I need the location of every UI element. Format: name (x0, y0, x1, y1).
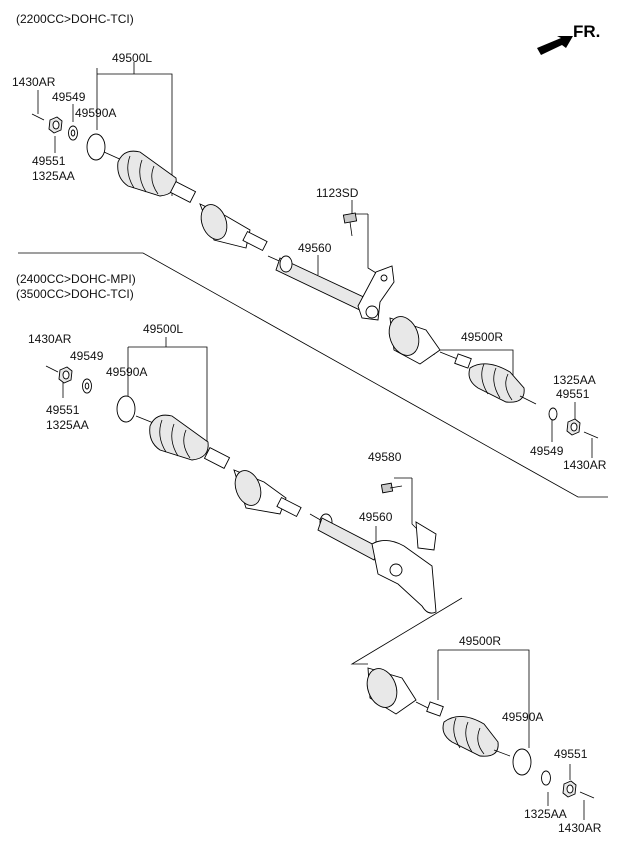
part-label: 49590A (106, 365, 147, 379)
left-drive-shaft (135, 414, 302, 518)
part-label: 49500L (112, 51, 152, 65)
part-label: 1325AA (553, 373, 596, 387)
part-label: 49580 (368, 450, 402, 464)
part-label: 1325AA (32, 169, 75, 183)
engine-spec-label: (2200CC>DOHC-TCI) (16, 12, 134, 26)
part-label: 49551 (32, 154, 66, 168)
part-label: 49549 (70, 349, 104, 363)
part-label: 49500R (461, 330, 503, 344)
split-pin-icon (45, 365, 59, 373)
front-direction-label: FR. (573, 22, 600, 41)
left-drive-shaft (103, 150, 268, 252)
section-connector-line (350, 597, 463, 665)
bolt-icon (342, 212, 358, 237)
part-label: 1430AR (563, 458, 607, 472)
front-arrow-icon (537, 36, 573, 55)
washer-icon (541, 770, 551, 786)
part-label: 49590A (502, 710, 543, 724)
part-label: 49560 (359, 510, 393, 524)
washer-icon (548, 407, 558, 421)
hub-nut-icon (48, 116, 63, 134)
right-drive-shaft (388, 316, 537, 405)
section-divider (18, 252, 608, 498)
intermediate-shaft (267, 255, 395, 321)
right-drive-shaft (366, 667, 511, 757)
section-2200cc: (2200CC>DOHC-TCI) 1430AR 49549 49500L 49… (12, 12, 608, 498)
part-label: 49500L (143, 322, 183, 336)
part-label: 49551 (556, 387, 590, 401)
part-label: 49551 (46, 403, 80, 417)
washer-icon (68, 125, 78, 141)
leader-line (437, 649, 530, 748)
dust-ring-icon (116, 395, 136, 423)
leader-line (96, 62, 173, 196)
dust-ring-icon (86, 133, 106, 161)
split-pin-icon (31, 113, 45, 121)
front-direction-indicator: FR. (537, 22, 600, 55)
washer-icon (82, 378, 92, 394)
part-label: 1123SD (316, 186, 359, 200)
hub-nut-icon (566, 418, 581, 436)
part-label: 1325AA (46, 418, 89, 432)
intermediate-shaft (309, 513, 437, 614)
part-label: 49551 (554, 747, 588, 761)
part-label: 49590A (75, 106, 116, 120)
section-2400cc-3500cc: (2400CC>DOHC-MPI) (3500CC>DOHC-TCI) 1430… (16, 272, 602, 835)
part-label: 49549 (52, 90, 86, 104)
leader-line (351, 200, 382, 277)
hub-nut-icon (562, 780, 577, 798)
part-label: 49560 (298, 241, 332, 255)
dust-ring-icon (512, 748, 532, 776)
split-pin-icon (579, 791, 595, 799)
split-pin-icon (583, 431, 599, 439)
bolt-icon (380, 482, 403, 494)
engine-spec-label: (2400CC>DOHC-MPI) (16, 272, 136, 286)
part-label: 1325AA (524, 807, 567, 821)
part-label: 1430AR (558, 821, 602, 835)
leader-line (127, 337, 208, 448)
part-label: 49500R (459, 634, 501, 648)
part-label: 1430AR (12, 75, 56, 89)
engine-spec-label: (3500CC>DOHC-TCI) (16, 287, 134, 301)
part-label: 49549 (530, 444, 564, 458)
part-label: 1430AR (28, 332, 72, 346)
hub-nut-icon (58, 366, 73, 384)
